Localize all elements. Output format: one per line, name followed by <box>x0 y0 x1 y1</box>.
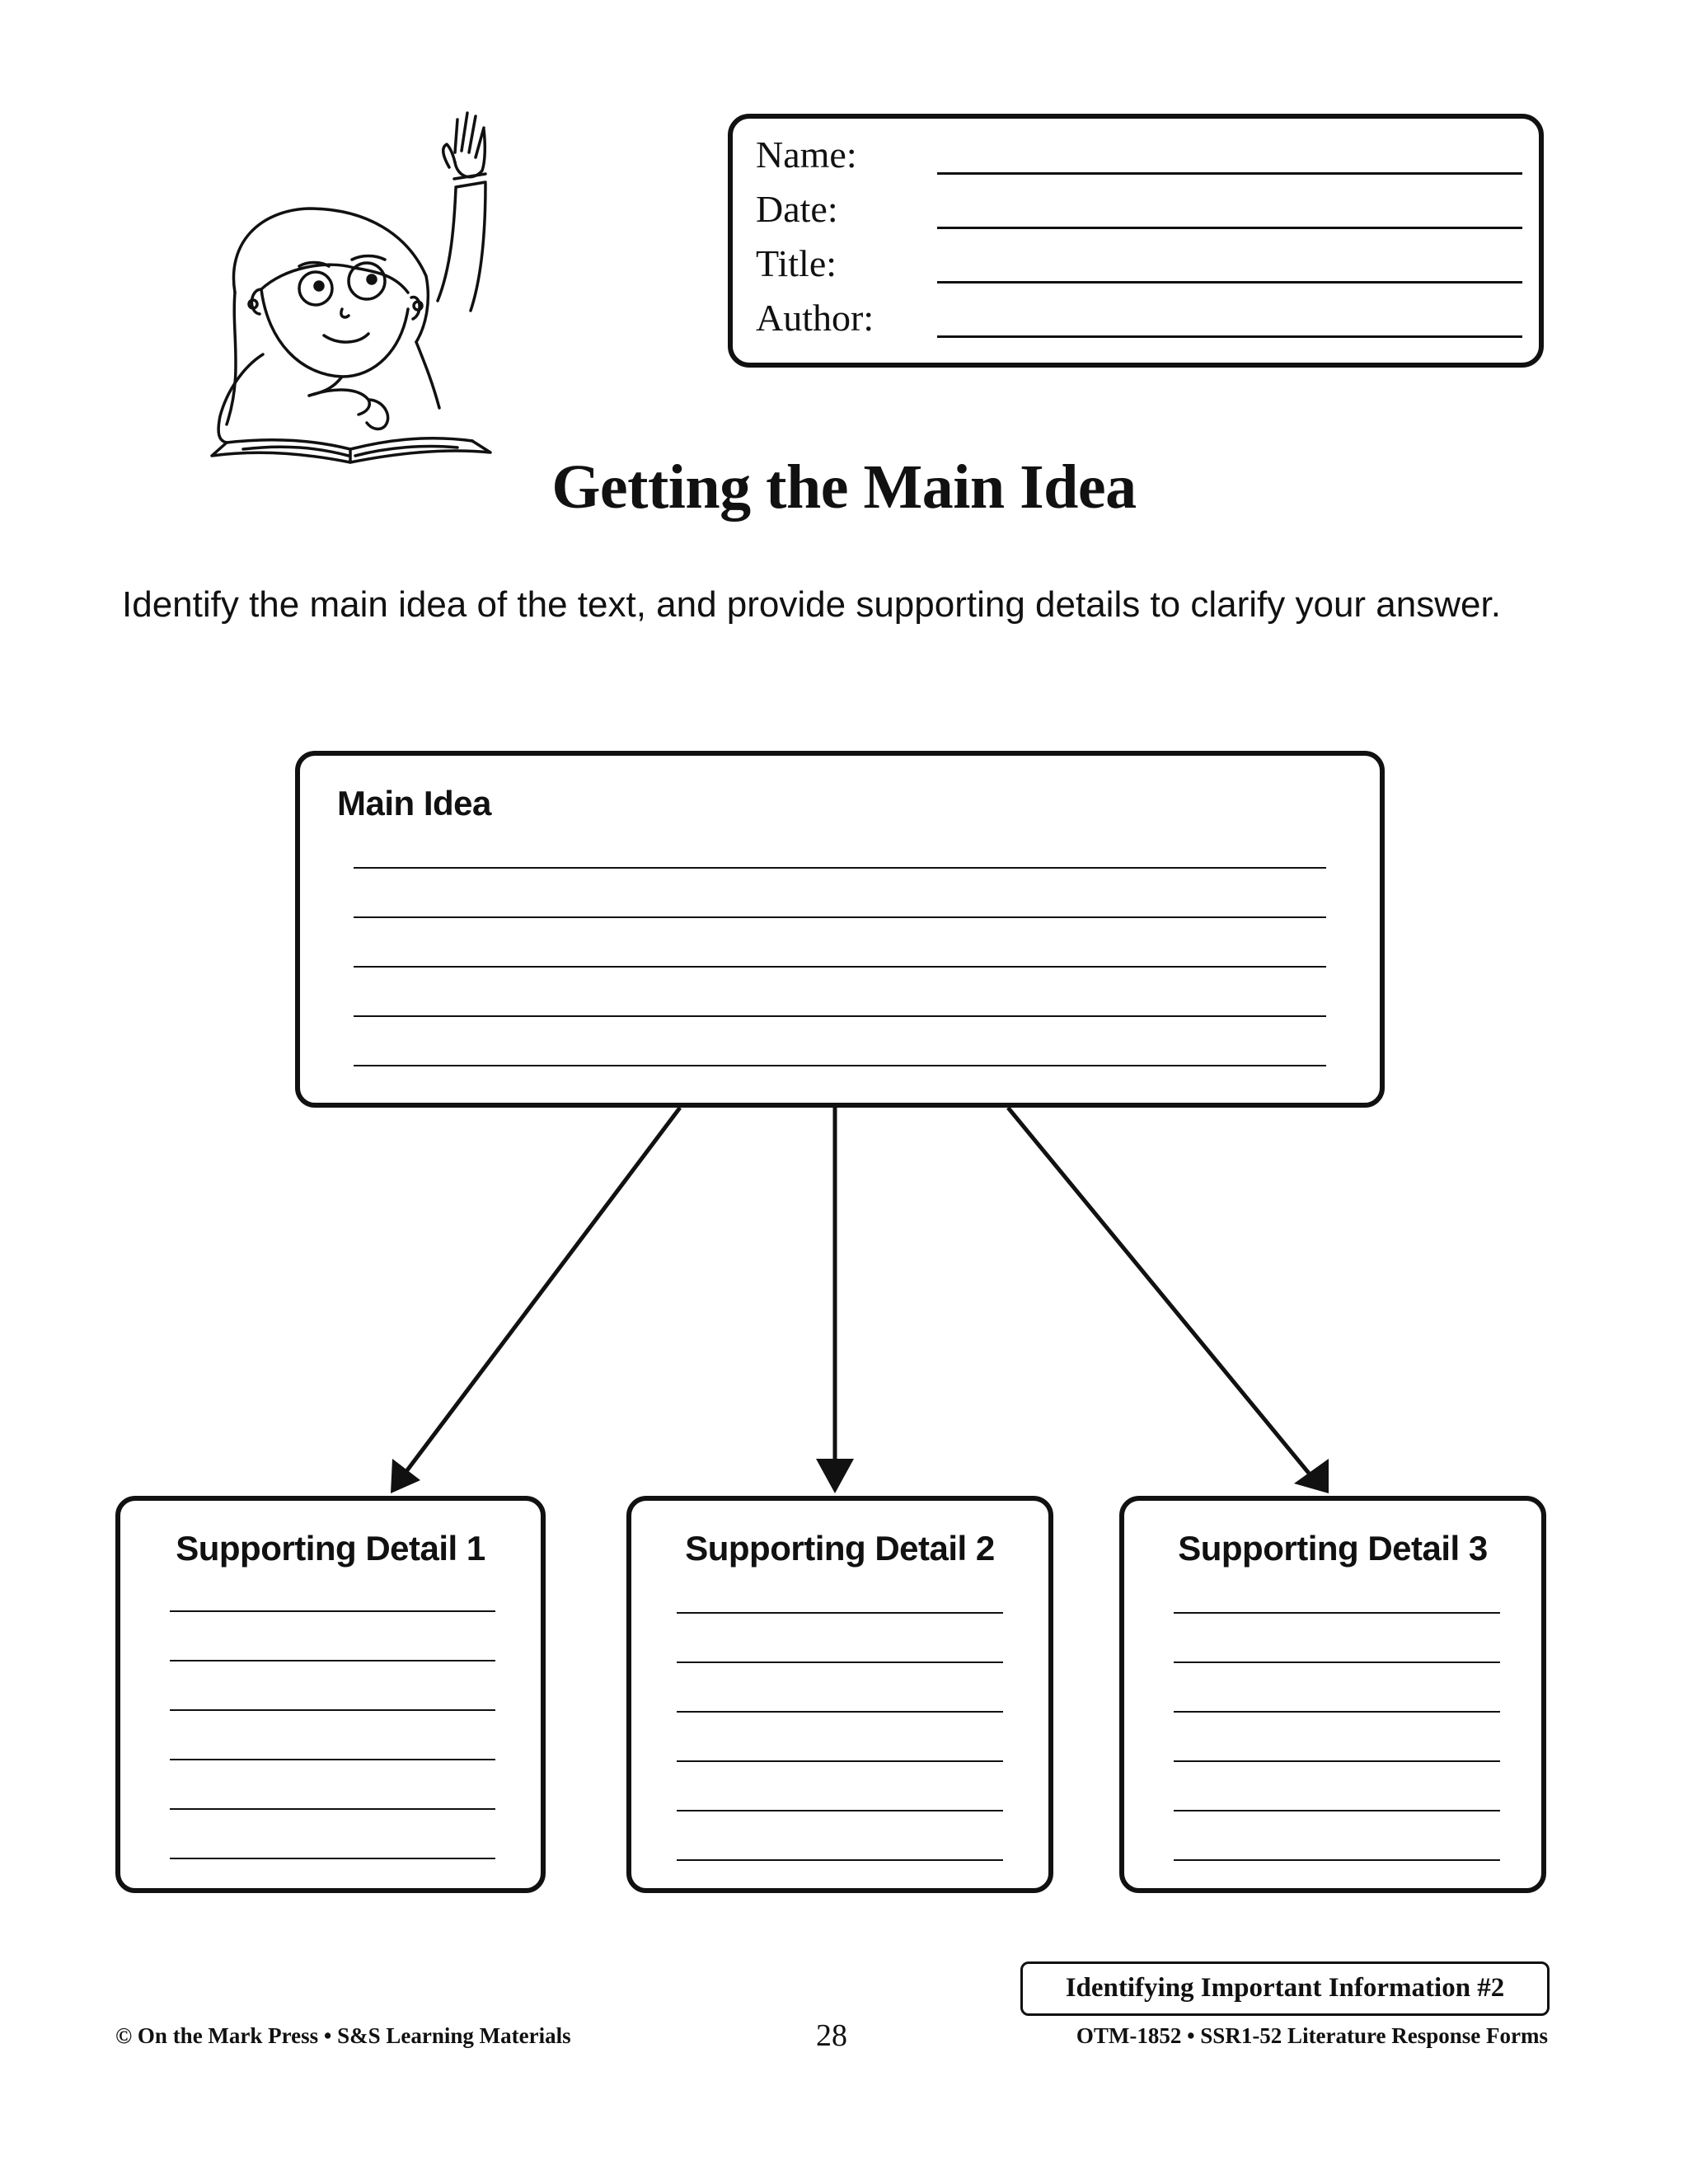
detail-2-write-line[interactable] <box>677 1760 1003 1762</box>
detail-2-write-line[interactable] <box>677 1612 1003 1614</box>
name-write-line[interactable] <box>937 172 1522 175</box>
page-title: Getting the Main Idea <box>551 452 1137 522</box>
detail-2-write-line[interactable] <box>677 1859 1003 1861</box>
page-number: 28 <box>816 2018 847 2053</box>
main-idea-write-line[interactable] <box>354 966 1326 968</box>
detail-1-write-line[interactable] <box>170 1709 495 1711</box>
copyright-text: © On the Mark Press • S&S Learning Mater… <box>115 2023 571 2048</box>
student-info-box: Name: Date: Title: Author: <box>728 114 1544 368</box>
arrowhead-left-icon <box>391 1459 420 1493</box>
detail-2-write-line[interactable] <box>677 1711 1003 1713</box>
title-write-line[interactable] <box>937 281 1522 284</box>
product-code: OTM-1852 • SSR1-52 Literature Response F… <box>1076 2023 1548 2048</box>
student-raising-hand-icon <box>210 111 492 464</box>
detail-3-write-line[interactable] <box>1174 1760 1500 1762</box>
detail-3-write-line[interactable] <box>1174 1612 1500 1614</box>
detail-3-write-line[interactable] <box>1174 1859 1500 1861</box>
supporting-detail-1-box: Supporting Detail 1 <box>115 1496 546 1893</box>
main-idea-write-line[interactable] <box>354 1015 1326 1017</box>
main-idea-write-line[interactable] <box>354 1065 1326 1066</box>
instructions-text: Identify the main idea of the text, and … <box>122 584 1501 625</box>
detail-1-write-line[interactable] <box>170 1858 495 1859</box>
name-field[interactable]: Name: <box>756 134 1522 183</box>
detail-3-write-line[interactable] <box>1174 1711 1500 1713</box>
author-label: Author: <box>756 297 874 339</box>
title-field[interactable]: Title: <box>756 242 1522 292</box>
supporting-detail-3-label: Supporting Detail 3 <box>1178 1529 1488 1568</box>
main-idea-write-line[interactable] <box>354 867 1326 869</box>
supporting-detail-3-box: Supporting Detail 3 <box>1119 1496 1546 1893</box>
detail-1-write-line[interactable] <box>170 1660 495 1661</box>
main-idea-write-line[interactable] <box>354 916 1326 918</box>
supporting-detail-2-label: Supporting Detail 2 <box>685 1529 995 1568</box>
title-label: Title: <box>756 242 837 284</box>
detail-2-write-line[interactable] <box>677 1810 1003 1811</box>
arrow-line-right <box>1006 1106 1312 1477</box>
author-field[interactable]: Author: <box>756 297 1522 346</box>
detail-3-write-line[interactable] <box>1174 1661 1500 1663</box>
arrowhead-right-icon <box>1294 1459 1329 1493</box>
arrow-line-left <box>401 1106 682 1479</box>
main-idea-label: Main Idea <box>337 784 491 823</box>
detail-1-write-line[interactable] <box>170 1759 495 1760</box>
arrowhead-center-icon <box>816 1459 854 1493</box>
author-write-line[interactable] <box>937 335 1522 338</box>
date-write-line[interactable] <box>937 227 1522 229</box>
detail-1-write-line[interactable] <box>170 1610 495 1612</box>
detail-3-write-line[interactable] <box>1174 1810 1500 1811</box>
supporting-detail-2-box: Supporting Detail 2 <box>626 1496 1053 1893</box>
detail-2-write-line[interactable] <box>677 1661 1003 1663</box>
main-idea-box: Main Idea <box>295 751 1385 1108</box>
series-badge: Identifying Important Information #2 <box>1020 1961 1550 2016</box>
date-field[interactable]: Date: <box>756 188 1522 237</box>
date-label: Date: <box>756 188 838 230</box>
supporting-detail-1-label: Supporting Detail 1 <box>176 1529 485 1568</box>
detail-1-write-line[interactable] <box>170 1808 495 1810</box>
name-label: Name: <box>756 134 857 176</box>
